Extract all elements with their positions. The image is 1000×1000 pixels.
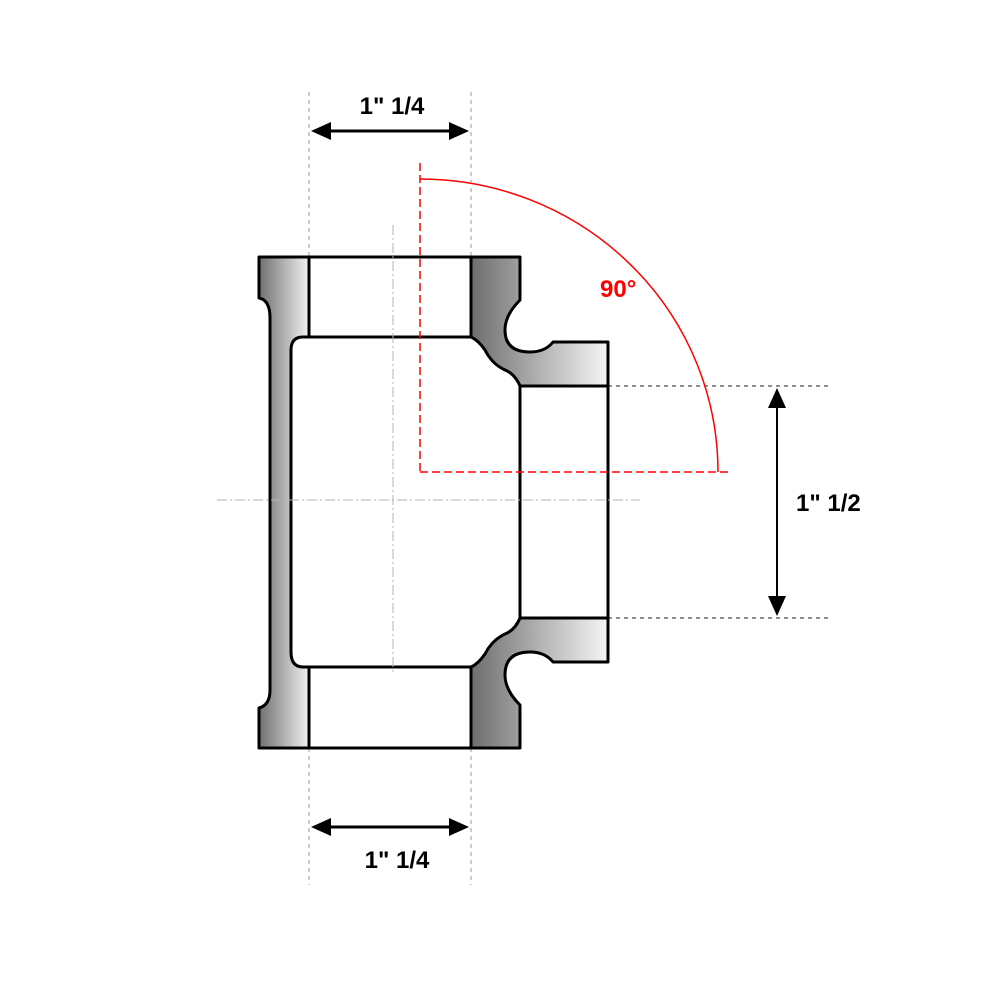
arrow-up-icon xyxy=(768,388,786,408)
arrow-down-icon xyxy=(768,596,786,616)
side-extension-lines xyxy=(608,385,832,619)
centerlines xyxy=(217,225,640,675)
side-height-label: 1" 1/2 xyxy=(796,490,861,517)
arrow-left-icon xyxy=(311,818,331,836)
arrow-left-icon xyxy=(311,122,331,140)
angle-indicator: 90° xyxy=(419,163,732,473)
top-width-label: 1" 1/4 xyxy=(360,93,425,120)
angle-label: 90° xyxy=(600,276,636,303)
arrow-right-icon xyxy=(449,818,469,836)
bottom-width-label: 1" 1/4 xyxy=(365,847,430,874)
arrow-right-icon xyxy=(449,122,469,140)
right-lower-wall-section xyxy=(469,616,610,750)
bottom-width-dimension: 1" 1/4 xyxy=(311,818,469,874)
angle-arc xyxy=(419,178,719,473)
right-upper-wall-section xyxy=(469,255,610,388)
top-width-dimension: 1" 1/4 xyxy=(311,93,469,140)
extension-lines xyxy=(308,92,472,885)
left-wall-section xyxy=(257,255,311,750)
side-height-dimension: 1" 1/2 xyxy=(768,388,861,616)
bore-outline xyxy=(307,255,610,750)
